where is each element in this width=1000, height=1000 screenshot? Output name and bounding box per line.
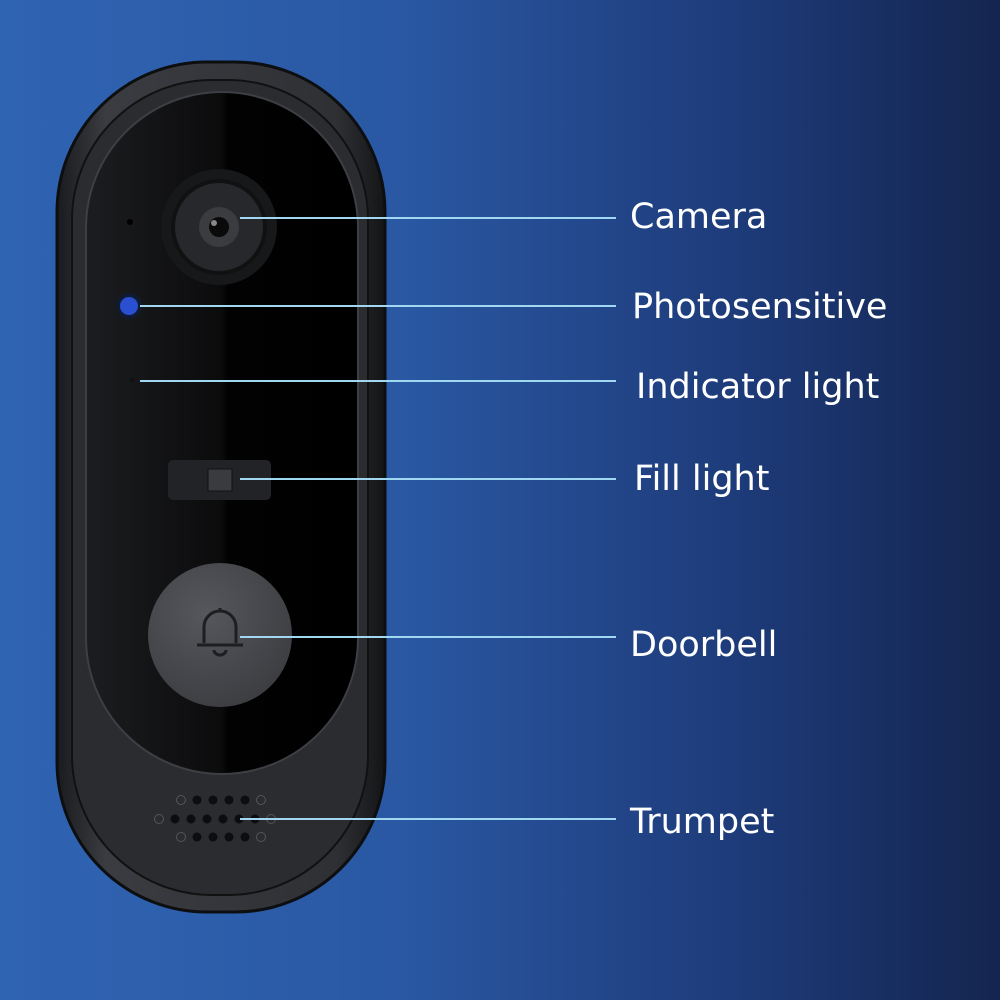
speaker-hole	[208, 795, 218, 805]
speaker-hole	[224, 795, 234, 805]
speaker-grille	[154, 795, 276, 842]
bell-icon	[197, 608, 243, 657]
photosensitive-label: Photosensitive	[632, 287, 888, 327]
indicator-light-label: Indicator light	[636, 367, 880, 407]
speaker-hole	[176, 795, 186, 805]
speaker-hole	[170, 814, 180, 824]
camera-lens	[161, 169, 277, 285]
front-panel	[85, 91, 359, 775]
speaker-hole	[256, 795, 266, 805]
speaker-hole	[256, 832, 266, 842]
indicator-led	[129, 377, 135, 383]
fill-light-label: Fill light	[634, 459, 770, 499]
doorbell-label: Doorbell	[630, 625, 778, 665]
speaker-hole	[218, 814, 228, 824]
speaker-hole	[186, 814, 196, 824]
doorbell-button[interactable]	[148, 563, 292, 707]
trumpet-label: Trumpet	[630, 802, 775, 842]
speaker-hole	[240, 795, 250, 805]
speaker-hole	[234, 814, 244, 824]
fill-light-window	[168, 460, 271, 500]
speaker-hole	[208, 832, 218, 842]
camera-label: Camera	[630, 197, 768, 237]
callout-lines	[140, 217, 616, 820]
speaker-hole	[240, 832, 250, 842]
speaker-hole	[192, 795, 202, 805]
speaker-hole	[192, 832, 202, 842]
microphone-hole	[127, 219, 133, 225]
speaker-hole	[176, 832, 186, 842]
speaker-hole	[154, 814, 164, 824]
photosensor	[116, 293, 142, 319]
speaker-hole	[202, 814, 212, 824]
speaker-hole	[224, 832, 234, 842]
